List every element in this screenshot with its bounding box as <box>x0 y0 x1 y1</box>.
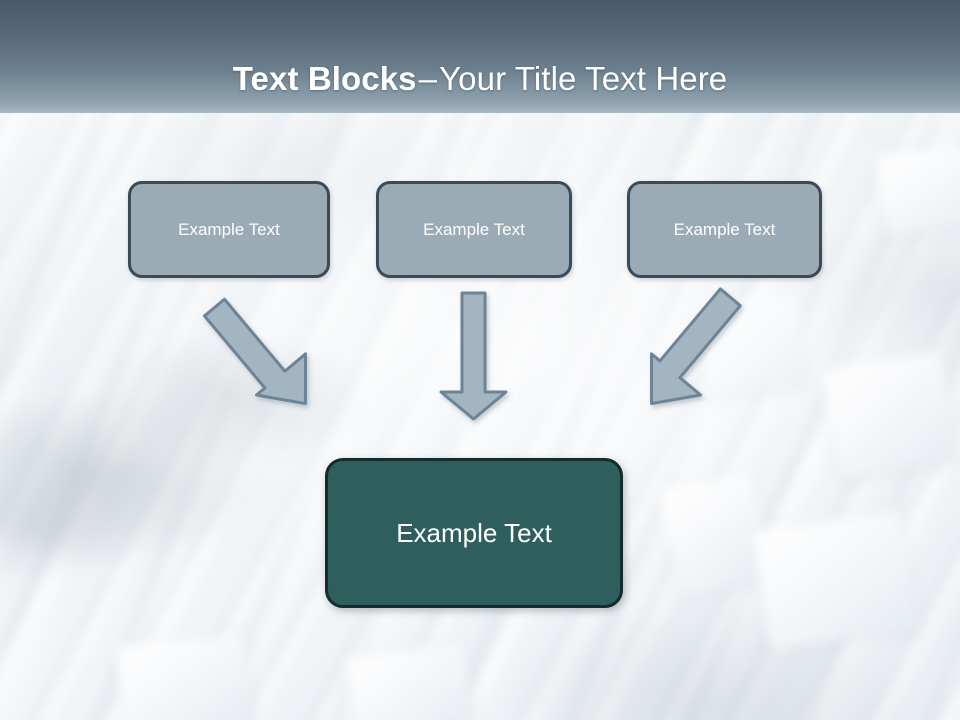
text-block-1[interactable]: Example Text <box>128 181 330 278</box>
page-title-bold: Text Blocks <box>232 59 417 97</box>
page-title: Text Blocks – Your Title Text Here <box>0 0 960 113</box>
page-title-dash: – <box>418 59 438 97</box>
text-block-3-label: Example Text <box>673 219 776 239</box>
result-block-label: Example Text <box>396 517 552 548</box>
text-block-2-label: Example Text <box>423 219 525 239</box>
result-block[interactable]: Example Text <box>325 458 623 608</box>
page-title-light: Your Title Text Here <box>439 59 728 97</box>
title-banner <box>0 0 960 113</box>
text-block-2[interactable]: Example Text <box>376 181 572 278</box>
text-block-3[interactable]: Example Text <box>627 181 822 278</box>
text-block-1-label: Example Text <box>178 219 280 239</box>
